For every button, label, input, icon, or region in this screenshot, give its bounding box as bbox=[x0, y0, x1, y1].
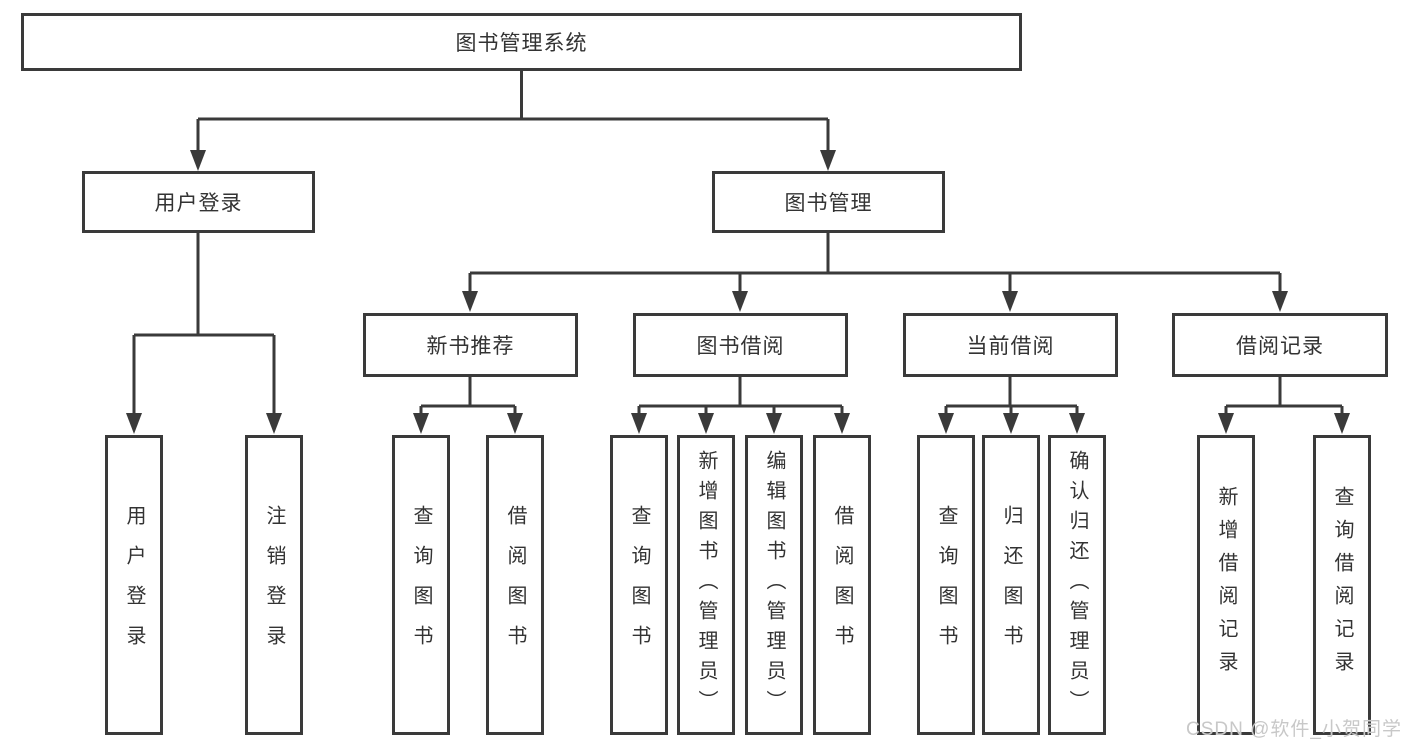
leaf-current-return-books-label: 归还图书 bbox=[1000, 505, 1022, 665]
leaf-current-query-books: 查询图书 bbox=[917, 435, 975, 735]
node-root-label: 图书管理系统 bbox=[455, 32, 588, 55]
leaf-borrowing-query-books: 查询图书 bbox=[610, 435, 668, 735]
leaf-records-add-record-label: 新增借阅记录 bbox=[1215, 486, 1237, 684]
leaf-borrowing-borrow-books-label: 借阅图书 bbox=[831, 505, 853, 665]
leaf-records-add-record: 新增借阅记录 bbox=[1197, 435, 1255, 735]
node-borrowing-records: 借阅记录 bbox=[1172, 313, 1388, 377]
node-user-login: 用户登录 bbox=[82, 171, 315, 233]
node-new-book-recommendation-label: 新书推荐 bbox=[426, 335, 515, 358]
node-new-book-recommendation: 新书推荐 bbox=[363, 313, 578, 377]
leaf-borrowing-edit-book-admin-label: 编辑图书（管理员） bbox=[763, 450, 785, 720]
leaf-current-query-books-label: 查询图书 bbox=[935, 505, 957, 665]
leaf-recommend-borrow-books-label: 借阅图书 bbox=[504, 505, 526, 665]
leaf-borrowing-query-books-label: 查询图书 bbox=[628, 505, 650, 665]
leaf-logout: 注销登录 bbox=[245, 435, 303, 735]
leaf-current-confirm-return-admin-label: 确认归还（管理员） bbox=[1066, 450, 1088, 720]
leaf-records-query-record: 查询借阅记录 bbox=[1313, 435, 1371, 735]
leaf-user-login: 用户登录 bbox=[105, 435, 163, 735]
node-book-management-label: 图书管理 bbox=[784, 192, 873, 215]
leaf-current-return-books: 归还图书 bbox=[982, 435, 1040, 735]
node-current-borrowing: 当前借阅 bbox=[903, 313, 1118, 377]
leaf-current-confirm-return-admin: 确认归还（管理员） bbox=[1048, 435, 1106, 735]
leaf-recommend-borrow-books: 借阅图书 bbox=[486, 435, 544, 735]
node-user-login-label: 用户登录 bbox=[154, 192, 243, 215]
node-book-borrowing-label: 图书借阅 bbox=[696, 335, 785, 358]
leaf-recommend-query-books: 查询图书 bbox=[392, 435, 450, 735]
node-root-system: 图书管理系统 bbox=[21, 13, 1022, 71]
node-borrowing-records-label: 借阅记录 bbox=[1236, 335, 1324, 358]
leaf-borrowing-add-book-admin-label: 新增图书（管理员） bbox=[695, 450, 717, 720]
connector-stems bbox=[132, 70, 1344, 418]
node-book-borrowing: 图书借阅 bbox=[633, 313, 848, 377]
leaf-borrowing-edit-book-admin: 编辑图书（管理员） bbox=[745, 435, 803, 735]
leaf-borrowing-add-book-admin: 新增图书（管理员） bbox=[677, 435, 735, 735]
node-book-management: 图书管理 bbox=[712, 171, 945, 233]
node-current-borrowing-label: 当前借阅 bbox=[966, 335, 1055, 358]
leaf-logout-label: 注销登录 bbox=[263, 505, 285, 665]
leaf-recommend-query-books-label: 查询图书 bbox=[410, 505, 432, 665]
arrowhead-icons bbox=[126, 150, 1350, 434]
leaf-user-login-label: 用户登录 bbox=[123, 505, 145, 665]
leaf-borrowing-borrow-books: 借阅图书 bbox=[813, 435, 871, 735]
leaf-records-query-record-label: 查询借阅记录 bbox=[1331, 486, 1353, 684]
